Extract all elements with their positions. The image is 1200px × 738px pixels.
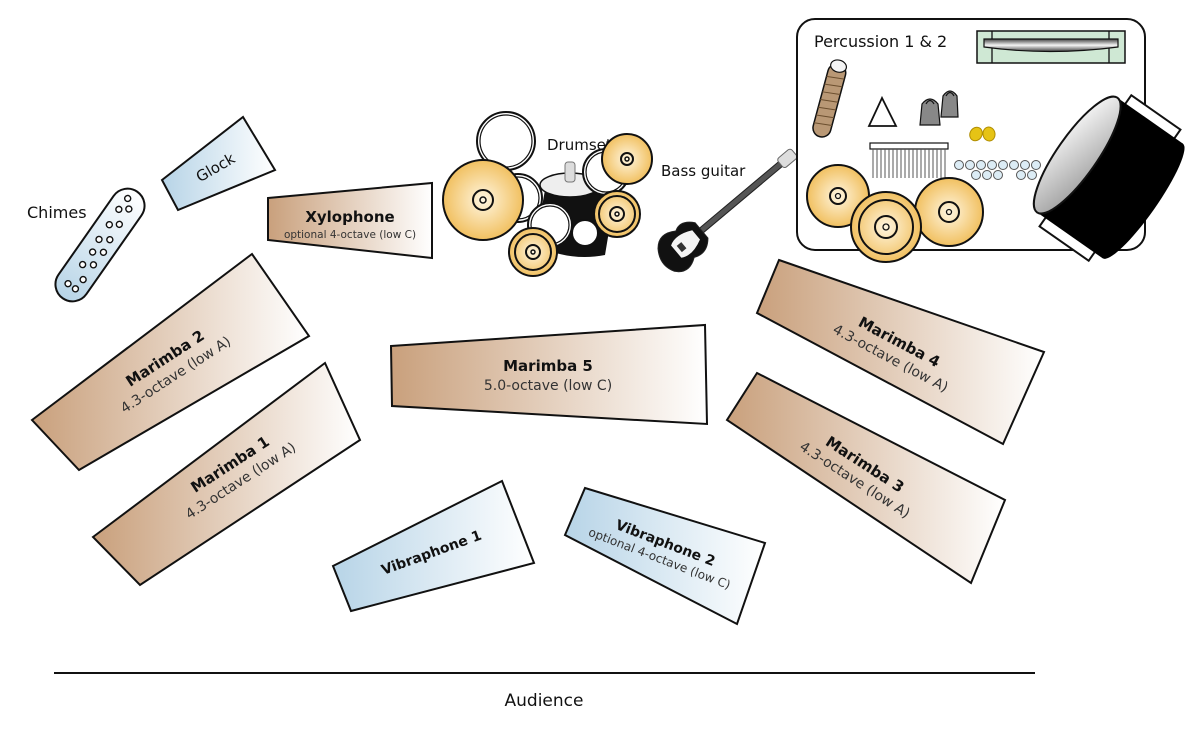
bass-guitar-label: Bass guitar — [661, 162, 746, 180]
audience-label: Audience — [505, 691, 584, 711]
drumset-label: Drumset — [547, 136, 612, 154]
xylophone-label: Xylophone — [305, 208, 394, 226]
marimba-2-frame — [30, 252, 311, 472]
drumset-cymbals — [442, 133, 653, 277]
percussion-area: Percussion 1 & 2 — [796, 18, 1185, 263]
triangle-icon — [867, 95, 898, 127]
vibraphone-1-frame — [331, 479, 536, 613]
marimba-1-frame — [91, 361, 362, 587]
glock-frame — [160, 115, 277, 212]
marimba-5: Marimba 5 5.0-octave (low C) — [389, 323, 709, 426]
marimba-3-frame — [725, 371, 1007, 585]
slapstick-icon — [983, 38, 1119, 53]
drumset: Drumset — [442, 111, 653, 277]
chimes: Chimes — [27, 187, 146, 303]
xylophone-detail: optional 4-octave (low C) — [284, 229, 416, 241]
rainstick-icon — [812, 59, 848, 138]
bells-icon — [954, 160, 1041, 180]
chimes-tubes — [64, 194, 133, 293]
percussion-label: Percussion 1 & 2 — [814, 32, 947, 51]
marimba-4-frame — [755, 258, 1046, 446]
marimba-3: Marimba 3 4.3-octave (low A) — [725, 371, 1007, 585]
egg-shakers-icon — [969, 126, 996, 142]
pedal-icon — [564, 161, 576, 183]
marimba-5-label: Marimba 5 — [503, 357, 593, 375]
marimba-4: Marimba 4 4.3-octave (low A) — [755, 258, 1046, 446]
bass-guitar-icon — [657, 148, 798, 273]
chimes-frame — [54, 187, 146, 303]
chimes-label: Chimes — [27, 203, 87, 222]
glock: Glock — [160, 115, 277, 212]
marimba-5-frame — [389, 323, 709, 426]
mark-tree-icon — [869, 142, 949, 178]
xylophone-frame — [267, 181, 433, 260]
percussion-cymbals — [806, 164, 984, 263]
bass-drum-icon — [1032, 93, 1185, 263]
vibraphone-1: Vibraphone 1 — [331, 479, 536, 613]
marimba-5-detail: 5.0-octave (low C) — [484, 378, 612, 394]
cowbells-icon — [919, 90, 959, 126]
vibraphone-2-frame — [563, 486, 767, 626]
bass-guitar: Bass guitar — [657, 148, 798, 273]
xylophone: Xylophone optional 4-octave (low C) — [267, 181, 433, 260]
vibraphone-2: Vibraphone 2 optional 4-octave (low C) — [563, 486, 767, 626]
